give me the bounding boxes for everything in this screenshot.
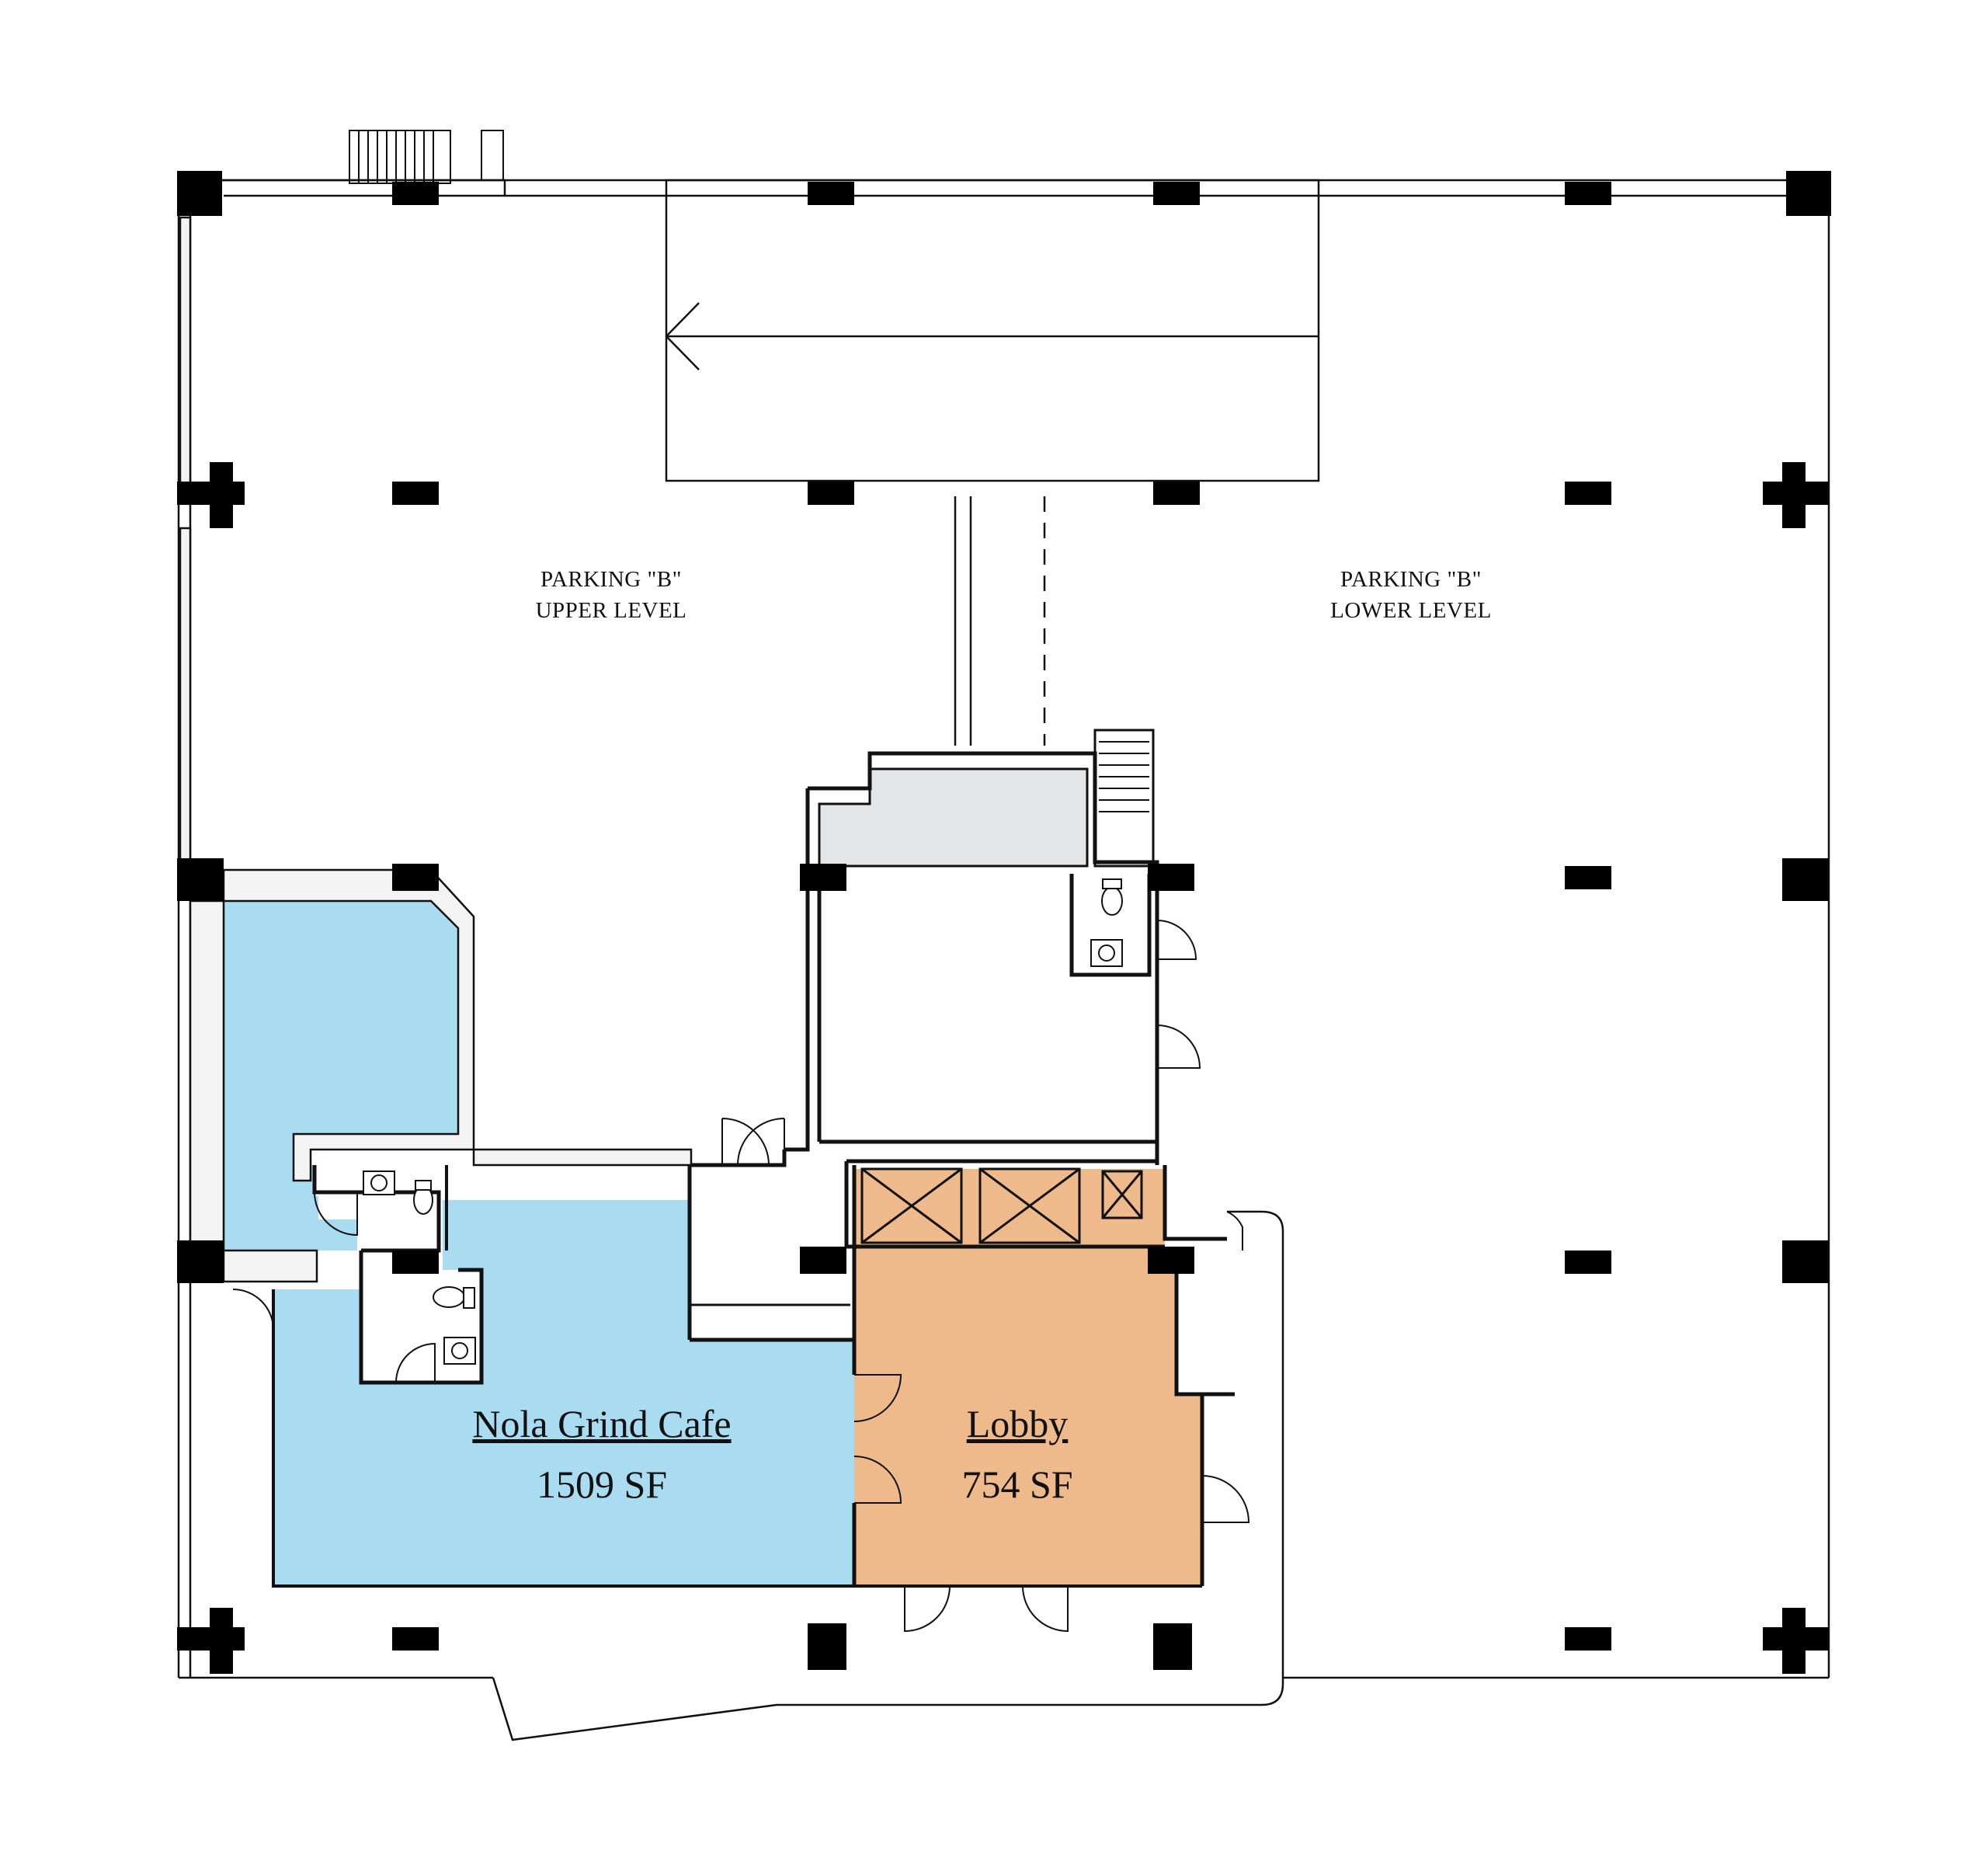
cafe-fill-main bbox=[273, 1200, 854, 1586]
cafe-label: Nola Grind Cafe 1509 SF bbox=[472, 1402, 731, 1506]
cafe-fill-west bbox=[224, 901, 458, 1251]
elevators bbox=[860, 1167, 1143, 1244]
west-wall-band bbox=[179, 216, 693, 1283]
lobby-fill bbox=[854, 1169, 1202, 1586]
columns bbox=[177, 171, 1831, 1674]
parking-lower-line2: LOWER LEVEL bbox=[1330, 598, 1492, 623]
cafe-area[interactable] bbox=[224, 901, 854, 1586]
stairs-core bbox=[1099, 741, 1149, 812]
parking-upper-line1: PARKING "B" bbox=[540, 567, 682, 592]
parking-lower-label: PARKING "B" LOWER LEVEL bbox=[1330, 567, 1492, 623]
lobby-area[interactable] bbox=[854, 1169, 1202, 1586]
lobby-label: Lobby 754 SF bbox=[961, 1402, 1072, 1506]
lobby-name: Lobby bbox=[967, 1402, 1069, 1445]
door-swings bbox=[232, 920, 1250, 1633]
cafe-area-text: 1509 SF bbox=[537, 1463, 667, 1506]
parking-upper-line2: UPPER LEVEL bbox=[536, 598, 687, 623]
core-shaft bbox=[818, 767, 1089, 868]
stairs-north bbox=[349, 130, 504, 184]
parking-upper-label: PARKING "B" UPPER LEVEL bbox=[536, 567, 687, 623]
ramp bbox=[665, 179, 1320, 746]
interior-walls bbox=[272, 729, 1235, 1588]
fixtures bbox=[363, 878, 1123, 1365]
lobby-area-text: 754 SF bbox=[961, 1463, 1072, 1506]
parking-lower-line1: PARKING "B" bbox=[1340, 567, 1482, 592]
cafe-name: Nola Grind Cafe bbox=[472, 1402, 731, 1445]
